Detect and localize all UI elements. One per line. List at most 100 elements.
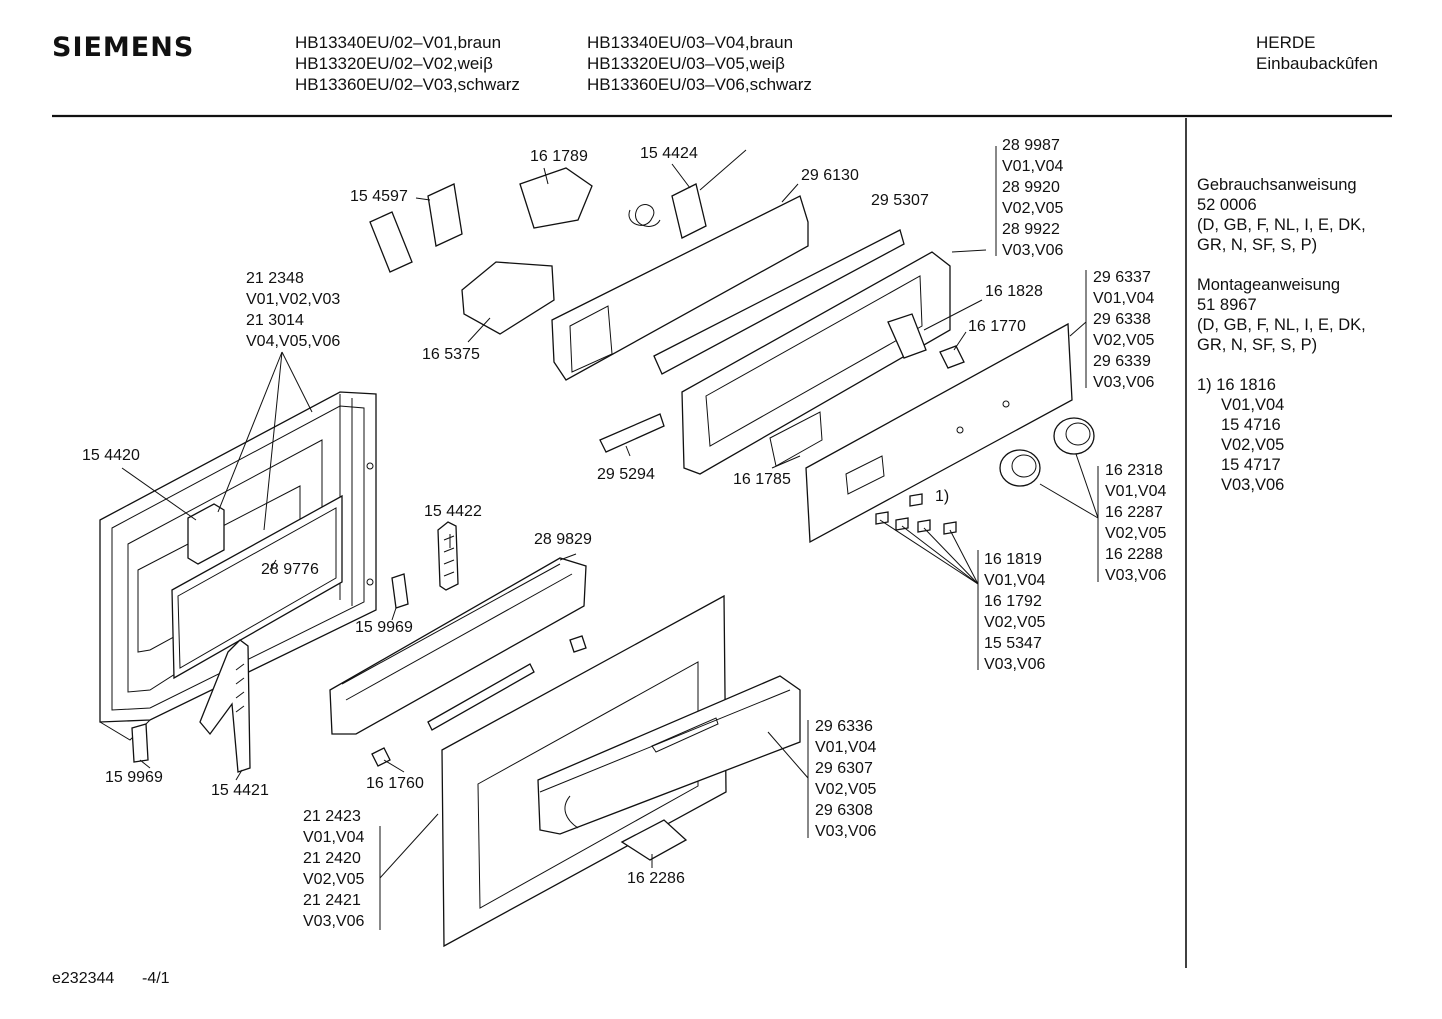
group-line: V02,V05 bbox=[1002, 200, 1064, 217]
profile-295307-part bbox=[653, 229, 905, 375]
group-line: 16 2288 bbox=[1105, 546, 1163, 563]
group-line: 29 6308 bbox=[815, 802, 873, 819]
part-label: 15 4420 bbox=[82, 447, 140, 464]
montage-langs: (D, GB, F, NL, I, E, DK, bbox=[1197, 316, 1366, 334]
footnote-line: V01,V04 bbox=[1221, 396, 1285, 414]
leader-lines bbox=[121, 146, 1099, 930]
category-line-1: HERDE bbox=[1256, 33, 1316, 52]
part-label: 15 4597 bbox=[350, 188, 408, 205]
part-label: 16 1828 bbox=[985, 283, 1043, 300]
group-line: 29 6337 bbox=[1093, 269, 1151, 286]
gebrauch-number: 52 0006 bbox=[1197, 196, 1257, 214]
group-line: V03,V06 bbox=[815, 823, 877, 840]
footnote-line: 15 4716 bbox=[1221, 416, 1281, 434]
part-label: 28 9829 bbox=[534, 531, 592, 548]
group-line: 21 2421 bbox=[303, 892, 361, 909]
part-group-162318: 16 2318 V01,V04 16 2287 V02,V05 16 2288 … bbox=[1105, 460, 1166, 586]
latch-154420-part bbox=[187, 503, 225, 565]
part-label: 29 6130 bbox=[801, 167, 859, 184]
panel-296130-part bbox=[551, 195, 809, 381]
footnote-first: 1) 16 1816 bbox=[1197, 376, 1276, 394]
sheet-number: -4/1 bbox=[142, 970, 170, 987]
part-group-212423: 21 2423 V01,V04 21 2420 V02,V05 21 2421 … bbox=[303, 806, 364, 932]
part-group-289987: 28 9987 V01,V04 28 9920 V02,V05 28 9922 … bbox=[1002, 135, 1063, 261]
footnote-line: V03,V06 bbox=[1221, 476, 1285, 494]
part-label: 29 5307 bbox=[871, 192, 929, 209]
group-line: V01,V04 bbox=[303, 829, 365, 846]
switch-161789-part bbox=[519, 167, 593, 229]
block-159969-lower-part bbox=[131, 723, 149, 763]
part-label: 16 1760 bbox=[366, 775, 424, 792]
part-label: 15 9969 bbox=[355, 619, 413, 636]
group-line: 28 9920 bbox=[1002, 179, 1060, 196]
model-list-left: HB13340EU/02–V01,braun HB13320EU/02–V02,… bbox=[295, 32, 520, 95]
group-line: V01,V04 bbox=[1093, 290, 1155, 307]
group-line: 16 1792 bbox=[984, 593, 1042, 610]
part-label: 16 1785 bbox=[733, 471, 791, 488]
group-line: V02,V05 bbox=[1093, 332, 1155, 349]
part-label: 28 9776 bbox=[261, 561, 319, 578]
montage-number: 51 8967 bbox=[1197, 296, 1257, 314]
group-line: 21 3014 bbox=[246, 312, 304, 329]
model-line: HB13320EU/02–V02,weiβ bbox=[295, 54, 493, 73]
group-line: 29 6307 bbox=[815, 760, 873, 777]
footnote-marker: 1) bbox=[935, 488, 950, 505]
lamp-161828-part bbox=[887, 313, 927, 359]
group-line: V01,V04 bbox=[1002, 158, 1064, 175]
group-line: V03,V06 bbox=[303, 913, 365, 930]
group-line: 28 9922 bbox=[1002, 221, 1060, 238]
footnote-line: V02,V05 bbox=[1221, 436, 1285, 454]
group-line: 21 2420 bbox=[303, 850, 361, 867]
model-line: HB13360EU/02–V03,schwarz bbox=[295, 75, 520, 94]
group-line: 16 2287 bbox=[1105, 504, 1163, 521]
group-line: V03,V06 bbox=[1002, 242, 1064, 259]
part-label: 16 2286 bbox=[627, 870, 685, 887]
part-label: 29 5294 bbox=[597, 466, 655, 483]
part-group-296336: 29 6336 V01,V04 29 6307 V02,V05 29 6308 … bbox=[815, 716, 876, 842]
category-label: HERDE Einbaubackûfen bbox=[1256, 32, 1378, 74]
group-line: V02,V05 bbox=[1105, 525, 1167, 542]
part-label: 15 4424 bbox=[640, 145, 698, 162]
part-label: 15 4421 bbox=[211, 782, 269, 799]
model-line: HB13320EU/03–V05,weiβ bbox=[587, 54, 785, 73]
side-notes: Gebrauchsanweisung 52 0006 (D, GB, F, NL… bbox=[1197, 175, 1366, 495]
group-line: V01,V02,V03 bbox=[246, 291, 341, 308]
group-line: V04,V05,V06 bbox=[246, 333, 341, 350]
gebrauch-title: Gebrauchsanweisung bbox=[1197, 176, 1357, 194]
part-group-212348: 21 2348 V01,V02,V03 21 3014 V04,V05,V06 bbox=[246, 268, 340, 352]
group-line: 29 6339 bbox=[1093, 353, 1151, 370]
footnote-line: 15 4717 bbox=[1221, 456, 1281, 474]
part-label: 15 4422 bbox=[424, 503, 482, 520]
model-line: HB13340EU/03–V04,braun bbox=[587, 33, 794, 52]
clip-161760-part bbox=[371, 747, 391, 767]
gebrauch-langs-2: GR, N, SF, S, P) bbox=[1197, 236, 1318, 254]
part-label: 16 1789 bbox=[530, 148, 588, 165]
switch-161770-part bbox=[939, 345, 965, 369]
group-line: V02,V05 bbox=[984, 614, 1046, 631]
model-list-right: HB13340EU/03–V04,braun HB13320EU/03–V05,… bbox=[587, 32, 812, 95]
handle-296336-part bbox=[537, 675, 801, 835]
group-line: V03,V06 bbox=[1093, 374, 1155, 391]
group-line: 16 2318 bbox=[1105, 462, 1163, 479]
group-line: V02,V05 bbox=[815, 781, 877, 798]
group-line: 29 6336 bbox=[815, 718, 873, 735]
group-line: 29 6338 bbox=[1093, 311, 1151, 328]
group-line: 16 1819 bbox=[984, 551, 1042, 568]
group-line: V03,V06 bbox=[1105, 567, 1167, 584]
fascia-frame-part bbox=[681, 251, 951, 475]
group-line: 28 9987 bbox=[1002, 137, 1060, 154]
bracket-154597-part bbox=[369, 211, 413, 273]
block-159969-upper-part bbox=[391, 573, 409, 609]
model-line: HB13360EU/03–V06,schwarz bbox=[587, 75, 812, 94]
inner-glass-part bbox=[171, 494, 343, 680]
thermostat-154424-part bbox=[628, 149, 747, 239]
part-label: 16 5375 bbox=[422, 346, 480, 363]
fascia-panel-part bbox=[805, 322, 1073, 544]
clip-small-part bbox=[569, 635, 587, 653]
montage-title: Montageanweisung bbox=[1197, 276, 1341, 294]
category-line-2: Einbaubackûfen bbox=[1256, 54, 1378, 73]
screws-161819-part bbox=[875, 493, 957, 535]
group-line: 15 5347 bbox=[984, 635, 1042, 652]
hinge-154421-part bbox=[199, 639, 251, 773]
